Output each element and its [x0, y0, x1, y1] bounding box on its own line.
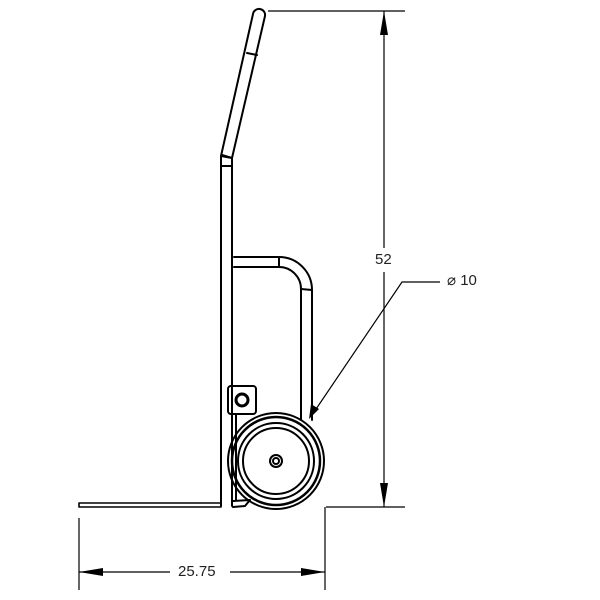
diameter-leader [309, 281, 440, 419]
wheel-diameter-label: ⌀ 10 [444, 273, 480, 289]
frame-rail [220, 155, 233, 507]
width-dimension [78, 507, 326, 590]
handle-upper [220, 7, 267, 159]
wheel [227, 412, 325, 510]
height-dimension-label: 52 [372, 252, 395, 268]
height-dimension [268, 10, 405, 508]
axle-bracket [227, 385, 257, 501]
width-dimension-label: 25.75 [175, 564, 219, 580]
back-brace [233, 256, 313, 421]
toe-plate [78, 499, 251, 508]
